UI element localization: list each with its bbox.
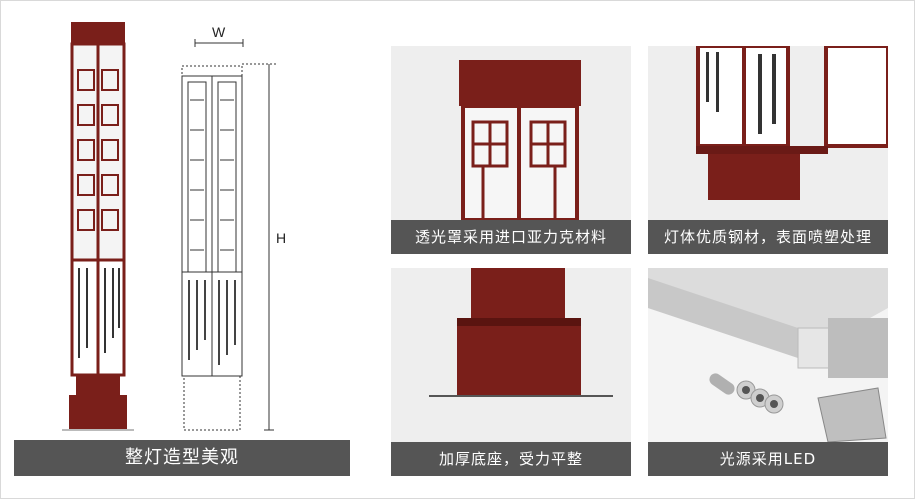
base-caption: 加厚底座，受力平整 xyxy=(391,442,631,476)
led-panel: 光源采用LED xyxy=(648,268,888,476)
height-label: H xyxy=(276,230,287,246)
top-cap-caption: 透光罩采用进口亚力克材料 xyxy=(391,220,631,254)
main-lamp-panel: W H 整灯造型美观 xyxy=(14,10,350,476)
body-detail-panel: 灯体优质钢材，表面喷塑处理 xyxy=(648,46,888,254)
top-cap-image xyxy=(459,60,581,220)
body-detail-image xyxy=(696,46,888,200)
led-image xyxy=(648,268,888,442)
top-cap-panel: 透光罩采用进口亚力克材料 xyxy=(391,46,631,254)
base-panel: 加厚底座，受力平整 xyxy=(391,268,631,476)
width-label: W xyxy=(212,24,226,40)
main-caption: 整灯造型美观 xyxy=(14,440,350,476)
lamp-colored-image xyxy=(62,22,134,431)
lamp-line-drawing xyxy=(181,39,276,431)
body-detail-caption: 灯体优质钢材，表面喷塑处理 xyxy=(648,220,888,254)
base-image xyxy=(429,268,613,397)
led-caption: 光源采用LED xyxy=(648,442,888,476)
